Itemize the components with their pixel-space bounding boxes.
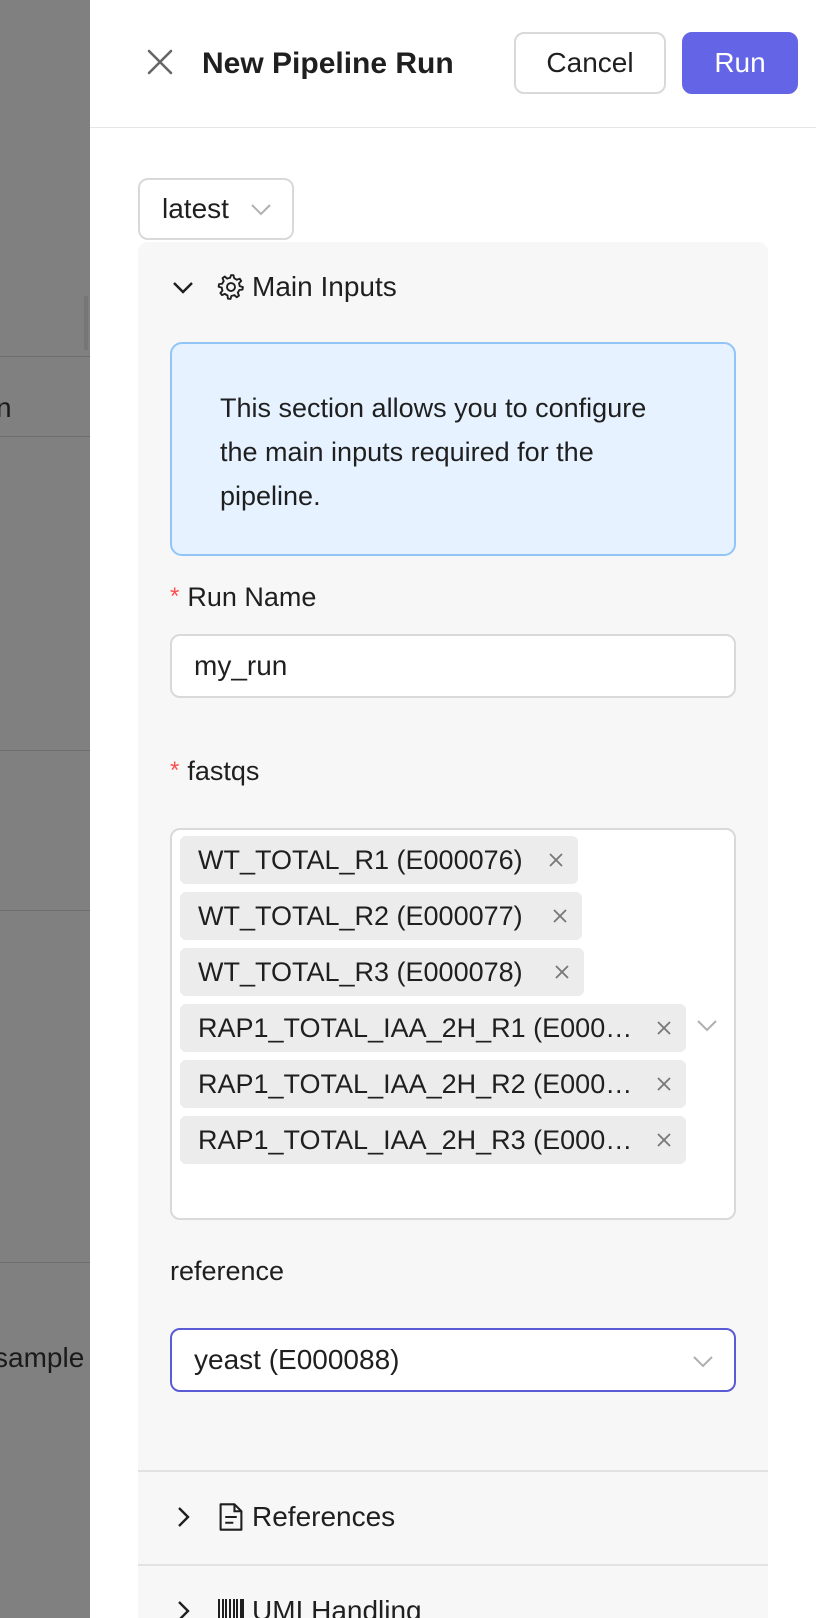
fastq-tag: WT_TOTAL_R1 (E000076) xyxy=(180,836,578,884)
required-asterisk: * xyxy=(170,583,180,610)
drawer-header: New Pipeline Run Cancel Run xyxy=(90,0,816,128)
reference-label: reference xyxy=(170,1256,285,1286)
run-button[interactable]: Run xyxy=(682,32,798,94)
fastq-tag-label: WT_TOTAL_R2 (E000077) xyxy=(198,900,523,931)
section-label-main-inputs: Main Inputs xyxy=(252,271,397,302)
fastqs-label-text: fastqs xyxy=(187,756,260,786)
reference-select[interactable]: yeast (E000088) xyxy=(170,1328,736,1392)
tag-remove-icon[interactable] xyxy=(652,1016,676,1040)
fastq-tag: RAP1_TOTAL_IAA_2H_R1 (E000… xyxy=(180,1004,686,1052)
backdrop-divider xyxy=(0,356,90,357)
close-icon xyxy=(147,49,173,75)
fastq-tag-label: RAP1_TOTAL_IAA_2H_R3 (E000… xyxy=(198,1124,633,1155)
section-divider xyxy=(138,1470,768,1472)
tag-remove-icon[interactable] xyxy=(550,960,574,984)
backdrop-row-text: n xyxy=(0,392,12,423)
backdrop-divider xyxy=(0,750,90,751)
reference-value: yeast (E000088) xyxy=(194,1344,400,1375)
chevron-down-icon xyxy=(168,272,198,302)
backdrop-row-text: sample xyxy=(0,1342,85,1373)
run-name-label-text: Run Name xyxy=(187,582,317,612)
chevron-right-icon xyxy=(168,1596,198,1618)
section-label-umi-handling: UMI Handling xyxy=(252,1595,422,1618)
chevron-right-icon xyxy=(168,1502,198,1532)
chevron-down-icon xyxy=(697,1020,717,1032)
tag-remove-icon[interactable] xyxy=(652,1128,676,1152)
barcode-icon xyxy=(216,1596,246,1618)
backdrop-divider xyxy=(0,1262,90,1263)
section-label-references: References xyxy=(252,1501,396,1532)
fastq-tag: WT_TOTAL_R2 (E000077) xyxy=(180,892,582,940)
file-text-icon xyxy=(216,1502,246,1532)
fastq-tag: RAP1_TOTAL_IAA_2H_R2 (E000… xyxy=(180,1060,686,1108)
section-header-main-inputs[interactable]: Main Inputs xyxy=(138,242,768,334)
fastq-tag: WT_TOTAL_R3 (E000078) xyxy=(180,948,584,996)
fastq-tag-label: RAP1_TOTAL_IAA_2H_R1 (E000… xyxy=(198,1012,633,1043)
fastqs-multi-select[interactable]: WT_TOTAL_R1 (E000076) WT_TOTAL_R2 (E0000… xyxy=(170,828,736,1220)
tag-remove-icon[interactable] xyxy=(652,1072,676,1096)
section-header-umi-handling[interactable]: UMI Handling xyxy=(138,1566,768,1618)
backdrop-divider xyxy=(0,436,90,437)
sections-panel: Main Inputs This section allows you to c… xyxy=(138,242,768,1618)
required-asterisk: * xyxy=(170,757,180,784)
section-divider xyxy=(138,1564,768,1566)
version-select[interactable]: latest xyxy=(138,178,294,240)
chevron-down-icon xyxy=(251,204,271,216)
cancel-button[interactable]: Cancel xyxy=(514,32,666,94)
info-alert: This section allows you to configure the… xyxy=(170,342,736,556)
run-name-label: * Run Name xyxy=(170,580,316,614)
fastq-tag: RAP1_TOTAL_IAA_2H_R3 (E000… xyxy=(180,1116,686,1164)
section-header-references[interactable]: References xyxy=(138,1472,768,1564)
gear-icon xyxy=(216,272,246,302)
version-value: latest xyxy=(162,193,229,224)
info-alert-text: This section allows you to configure the… xyxy=(220,393,647,511)
tag-remove-icon[interactable] xyxy=(548,904,572,928)
pipeline-run-drawer: New Pipeline Run Cancel Run latest Main … xyxy=(90,0,816,1618)
page-backdrop[interactable]: n sample xyxy=(0,0,90,1618)
tag-remove-icon[interactable] xyxy=(544,848,568,872)
backdrop-column-divider xyxy=(84,296,88,350)
close-button[interactable] xyxy=(142,44,178,80)
fastq-tag-label: WT_TOTAL_R1 (E000076) xyxy=(198,844,523,875)
backdrop-divider xyxy=(0,910,90,911)
drawer-title: New Pipeline Run xyxy=(202,47,454,80)
chevron-down-icon xyxy=(693,1356,713,1368)
run-name-value: my_run xyxy=(194,650,288,681)
fastq-tag-label: WT_TOTAL_R3 (E000078) xyxy=(198,956,523,987)
run-name-input[interactable]: my_run xyxy=(170,634,736,698)
fastq-tag-label: RAP1_TOTAL_IAA_2H_R2 (E000… xyxy=(198,1068,633,1099)
fastqs-label: * fastqs xyxy=(170,754,259,788)
